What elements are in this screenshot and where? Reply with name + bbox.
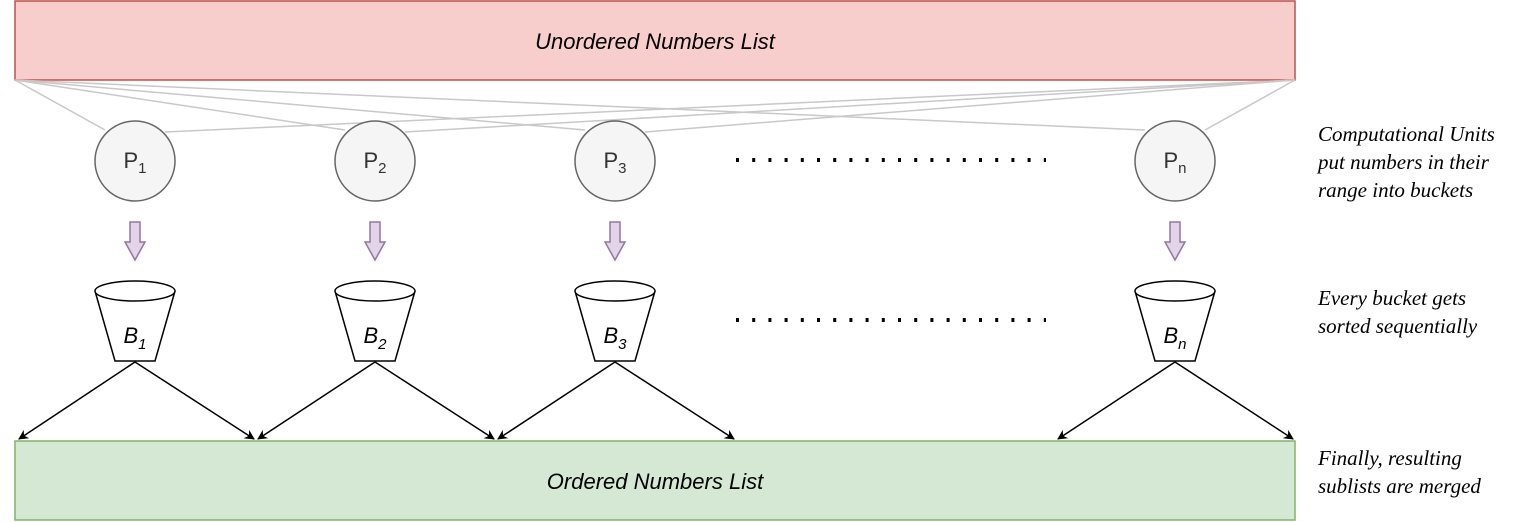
processor-subscript: 3 (618, 160, 626, 177)
note-line: Finally, resulting (1318, 446, 1462, 470)
bucket-note: Every bucket gets sorted sequentially (1318, 284, 1533, 340)
bucket-rim (574, 280, 656, 302)
down-arrow-icon (363, 221, 387, 262)
processor-subscript: n (1178, 160, 1186, 177)
bucket-subscript: 1 (138, 336, 146, 353)
bucket-label: B (603, 323, 618, 348)
down-arrow-icon (1163, 221, 1187, 262)
merge-arrow (374, 361, 495, 440)
bucket-subscript: n (1178, 336, 1186, 353)
svg-text:P1: P1 (123, 148, 146, 177)
svg-text:B1: B1 (123, 323, 146, 353)
merge-arrow (134, 361, 255, 440)
down-arrow-icon (123, 221, 147, 262)
bucket-bn: Bn (1134, 280, 1216, 362)
processor-label: P (123, 148, 138, 173)
processor-p3: P3 (574, 120, 656, 202)
processor-circle (94, 120, 176, 202)
processor-p1: P1 (94, 120, 176, 202)
svg-text:Bn: Bn (1163, 323, 1186, 353)
bucket-label: B (123, 323, 138, 348)
merge-arrow (257, 361, 376, 440)
note-line: sublists are merged (1318, 474, 1481, 498)
note-line: sorted sequentially (1318, 314, 1478, 338)
unordered-list-label: Unordered Numbers List (535, 29, 776, 54)
bucket-icon (334, 290, 416, 362)
merge-note: Finally, resulting sublists are merged (1318, 444, 1533, 500)
ordered-list-label: Ordered Numbers List (547, 469, 764, 494)
processor-label: P (363, 148, 378, 173)
processor-subscript: 2 (378, 160, 386, 177)
bucket-subscript: 2 (377, 336, 387, 353)
svg-text:P3: P3 (603, 148, 626, 177)
note-line: range into buckets (1318, 178, 1474, 202)
bucket-label: B (363, 323, 378, 348)
bucket-rim (1134, 280, 1216, 302)
bucket-b2: B2 (334, 280, 416, 362)
merge-arrow (18, 361, 136, 440)
ordered-list-box (14, 440, 1296, 521)
bucket-icon (94, 290, 176, 362)
svg-text:B3: B3 (603, 323, 627, 353)
merge-arrow (614, 361, 735, 440)
processor-label: P (1163, 148, 1178, 173)
note-line: put numbers in their (1318, 150, 1489, 174)
svg-text:Pn: Pn (1163, 148, 1186, 177)
svg-text:P2: P2 (363, 148, 386, 177)
bucket-label: B (1163, 323, 1178, 348)
merge-arrow (497, 361, 616, 440)
processor-pn: Pn (1134, 120, 1216, 202)
processor-circle (1134, 120, 1216, 202)
processor-circle (334, 120, 416, 202)
bucket-rim (334, 280, 416, 302)
bucket-b1: B1 (94, 280, 176, 362)
processor-p2: P2 (334, 120, 416, 202)
processor-circle (574, 120, 656, 202)
down-arrows (123, 221, 1187, 262)
down-arrow-icon (603, 221, 627, 262)
merge-arrows (18, 361, 1294, 440)
distribution-lines (14, 79, 1296, 133)
note-line: Every bucket gets (1318, 286, 1467, 310)
bucket-b3: B3 (574, 280, 656, 362)
bucket-rim (94, 280, 176, 302)
unordered-list-box (14, 0, 1296, 81)
processor-label: P (603, 148, 618, 173)
svg-text:B2: B2 (363, 323, 387, 353)
note-line: Computational Units (1318, 122, 1495, 146)
bucket-icon (574, 290, 656, 362)
merge-arrow (1174, 361, 1294, 440)
bucket-subscript: 3 (618, 336, 627, 353)
processor-subscript: 1 (138, 160, 146, 177)
bucket-icon (1134, 290, 1216, 362)
merge-arrow (1057, 361, 1176, 440)
processor-note: Computational Units put numbers in their… (1318, 120, 1533, 204)
